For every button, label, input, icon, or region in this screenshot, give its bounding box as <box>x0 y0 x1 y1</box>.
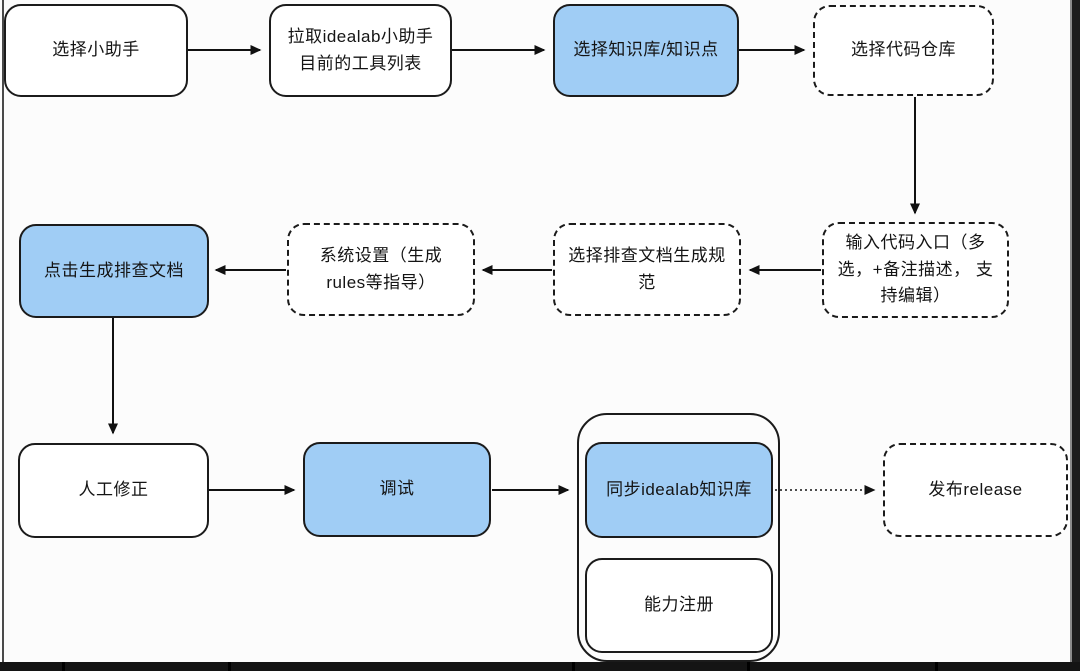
node-fetch-tools: 拉取idealab小助手目前的工具列表 <box>269 4 452 97</box>
node-label: 选择知识库/知识点 <box>573 40 719 60</box>
frame-right-bar <box>1070 0 1080 671</box>
frame-left-edge-line <box>2 0 4 663</box>
node-label: 选择代码仓库 <box>851 40 956 60</box>
node-select-kb: 选择知识库/知识点 <box>553 4 739 97</box>
bottom-bar-segment <box>62 662 65 671</box>
node-label: 点击生成排查文档 <box>44 260 184 280</box>
bottom-bar-segment <box>572 662 575 671</box>
bottom-bar-segment <box>935 662 938 671</box>
bottom-bar-segment <box>747 662 750 671</box>
group-idealab-sync-capability <box>577 413 780 662</box>
node-click-generate-doc: 点击生成排查文档 <box>19 224 209 318</box>
node-publish-release: 发布release <box>883 443 1068 537</box>
node-label: 输入代码入口（多选，+备注描述， 支持编辑） <box>837 233 994 306</box>
node-debug: 调试 <box>303 442 491 537</box>
node-system-settings: 系统设置（生成rules等指导） <box>287 223 475 316</box>
frame-bottom-bar <box>0 662 1080 671</box>
node-enter-code-entry: 输入代码入口（多选，+备注描述， 支持编辑） <box>822 222 1009 318</box>
node-capability-register: 能力注册 <box>585 558 773 653</box>
node-label: 选择排查文档生成规范 <box>568 246 726 292</box>
node-label: 发布release <box>928 479 1023 499</box>
node-label: 选择小助手 <box>52 40 140 60</box>
node-select-doc-spec: 选择排查文档生成规范 <box>553 223 741 316</box>
node-select-repo: 选择代码仓库 <box>813 5 994 96</box>
node-label: 系统设置（生成rules等指导） <box>319 246 443 292</box>
node-select-assistant: 选择小助手 <box>4 4 188 97</box>
bottom-bar-segment <box>228 662 231 671</box>
node-label: 调试 <box>379 479 415 499</box>
node-sync-idealab-kb: 同步idealab知识库 <box>585 442 773 538</box>
node-manual-fix: 人工修正 <box>18 443 209 538</box>
node-label: 能力注册 <box>644 595 714 615</box>
node-label: 人工修正 <box>78 480 149 500</box>
node-label: 同步idealab知识库 <box>606 479 752 499</box>
node-label: 拉取idealab小助手目前的工具列表 <box>287 27 434 73</box>
